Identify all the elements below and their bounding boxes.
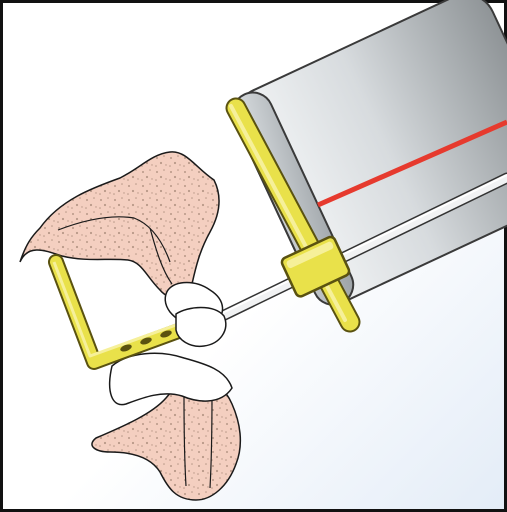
- bite-block: [176, 308, 226, 347]
